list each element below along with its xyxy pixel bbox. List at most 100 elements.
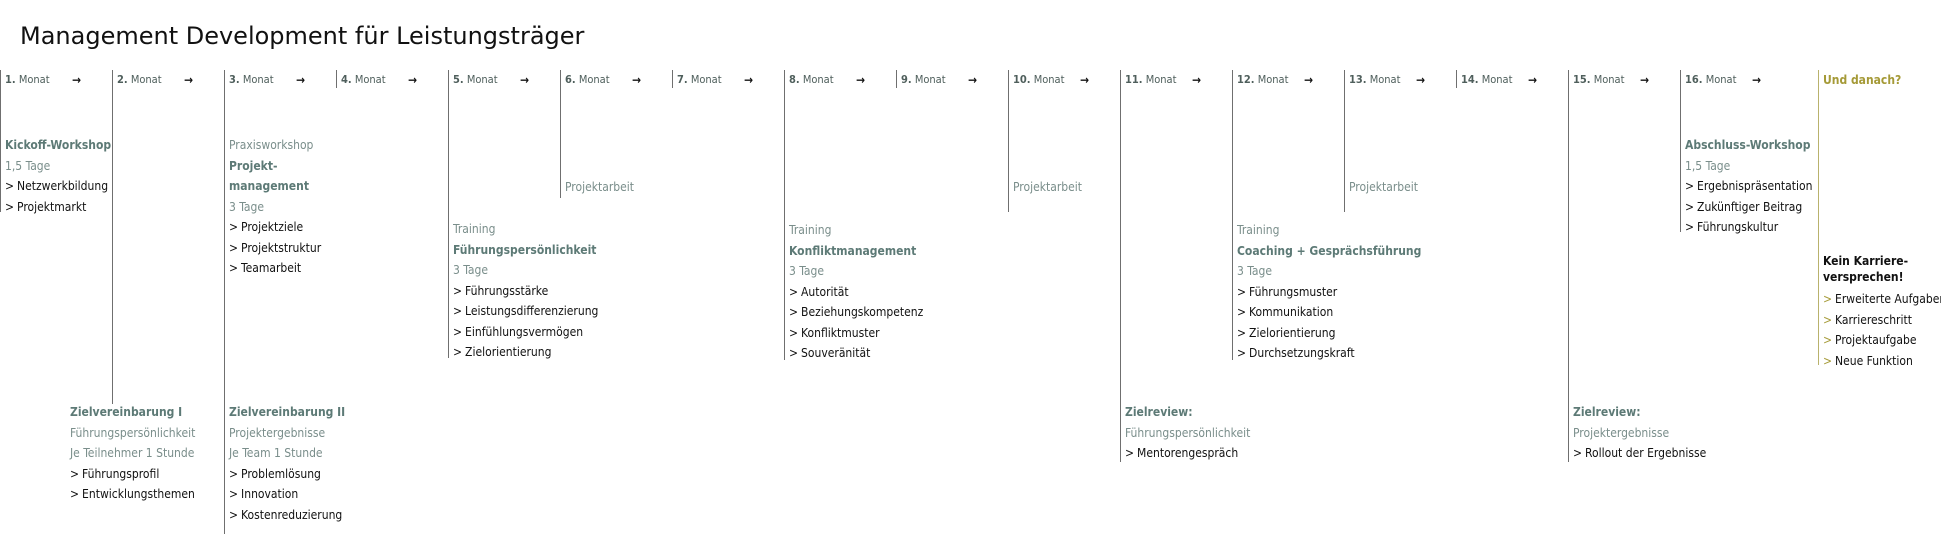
training-coaching-block: Training Coaching + Gesprächsführung 3 T… bbox=[1237, 220, 1421, 364]
month-label: 7. Monat bbox=[677, 73, 722, 86]
list-item: >Innovation bbox=[229, 487, 299, 501]
final-label: Und danach? bbox=[1823, 73, 1902, 87]
month-label: 10. Monat bbox=[1013, 73, 1065, 86]
timeline-line bbox=[336, 70, 337, 88]
month-label: 4. Monat bbox=[341, 73, 386, 86]
arrow-right-icon: → bbox=[1416, 73, 1426, 87]
list-item: >Zielorientierung bbox=[453, 345, 552, 359]
training-fuehrung-block: Training Führungspersönlichkeit 3 Tage >… bbox=[453, 219, 598, 363]
list-item: >Teamarbeit bbox=[229, 261, 302, 275]
projektarbeit-label: Projektarbeit bbox=[1013, 180, 1082, 194]
kickoff-block: Kickoff-Workshop 1,5 Tage >Netzwerkbildu… bbox=[5, 135, 111, 217]
projektarbeit-label: Projektarbeit bbox=[1349, 180, 1418, 194]
praxis-type: Praxisworkshop bbox=[229, 138, 314, 152]
month-label: 3. Monat bbox=[229, 73, 274, 86]
training-type: Training bbox=[453, 222, 496, 236]
final-block: Kein Karriere- versprechen! >Erweiterte … bbox=[1823, 253, 1941, 371]
training-type: Training bbox=[1237, 223, 1280, 237]
arrow-right-icon: → bbox=[1528, 73, 1538, 87]
list-item: >Konfliktmuster bbox=[789, 325, 880, 340]
list-item: >Projektmarkt bbox=[5, 199, 87, 214]
list-item: >Mentorengespräch bbox=[1125, 446, 1239, 460]
ziel-scope: Je Teilnehmer 1 Stunde bbox=[70, 446, 195, 460]
arrow-right-icon: → bbox=[72, 73, 82, 87]
list-item: >Zielorientierung bbox=[1237, 325, 1336, 340]
month-label: 5. Monat bbox=[453, 73, 498, 86]
ziel-title: Zielvereinbarung II bbox=[229, 405, 346, 419]
list-item: >Zukünftiger Beitrag bbox=[1685, 199, 1803, 214]
training-duration: 3 Tage bbox=[453, 263, 489, 277]
timeline-line bbox=[0, 70, 1, 212]
abschluss-block: Abschluss-Workshop 1,5 Tage >Ergebnisprä… bbox=[1685, 135, 1812, 238]
arrow-right-icon: → bbox=[968, 73, 978, 87]
zielvereinbarung-1-block: Zielvereinbarung I Führungspersönlichkei… bbox=[70, 402, 195, 505]
praxis-block: Praxisworkshop Projekt- management 3 Tag… bbox=[229, 135, 321, 279]
month-label: 15. Monat bbox=[1573, 73, 1625, 86]
ziel-subtitle: Projektergebnisse bbox=[229, 425, 326, 440]
month-label: 2. Monat bbox=[117, 73, 162, 86]
final-heading-line1: Kein Karriere- bbox=[1823, 254, 1909, 268]
training-duration: 3 Tage bbox=[1237, 264, 1273, 278]
zielreview-1-block: Zielreview: Führungspersönlichkeit >Ment… bbox=[1125, 402, 1250, 464]
month-label: 8. Monat bbox=[789, 73, 834, 86]
training-duration: 3 Tage bbox=[789, 264, 825, 278]
list-item: >Führungsmuster bbox=[1237, 284, 1338, 299]
kickoff-duration: 1,5 Tage bbox=[5, 158, 51, 173]
review-subtitle: Führungspersönlichkeit bbox=[1125, 425, 1251, 440]
arrow-right-icon: → bbox=[1752, 73, 1762, 87]
training-title: Coaching + Gesprächsführung bbox=[1237, 243, 1422, 258]
timeline-line bbox=[448, 70, 449, 358]
arrow-right-icon: → bbox=[1304, 73, 1314, 87]
timeline-line bbox=[1568, 70, 1569, 462]
list-item: >Souveränität bbox=[789, 346, 871, 360]
list-item: >Autorität bbox=[789, 284, 849, 299]
zielreview-2-block: Zielreview: Projektergebnisse >Rollout d… bbox=[1573, 402, 1706, 464]
month-label: 1. Monat bbox=[5, 73, 50, 86]
abschluss-duration: 1,5 Tage bbox=[1685, 158, 1731, 173]
training-title: Konfliktmanagement bbox=[789, 243, 917, 258]
timeline-line bbox=[1456, 70, 1457, 88]
review-title: Zielreview: bbox=[1573, 405, 1641, 419]
page-title: Management Development für Leistungsträg… bbox=[20, 22, 585, 50]
ziel-title: Zielvereinbarung I bbox=[70, 405, 183, 419]
timeline-line bbox=[1120, 70, 1121, 462]
month-label: 14. Monat bbox=[1461, 73, 1513, 86]
ziel-subtitle: Führungspersönlichkeit bbox=[70, 425, 196, 440]
final-heading-line2: versprechen! bbox=[1823, 270, 1904, 284]
timeline-line bbox=[1680, 70, 1681, 232]
list-item: >Führungsprofil bbox=[70, 466, 160, 481]
list-item: >Einfühlungsvermögen bbox=[453, 324, 584, 339]
list-item: >Beziehungskompetenz bbox=[789, 305, 924, 319]
timeline-line bbox=[784, 70, 785, 360]
arrow-right-icon: → bbox=[1192, 73, 1202, 87]
month-label: 12. Monat bbox=[1237, 73, 1289, 86]
timeline-line bbox=[224, 70, 225, 534]
list-item: >Ergebnispräsentation bbox=[1685, 179, 1813, 193]
list-item: >Leistungsdifferenzierung bbox=[453, 304, 599, 318]
kickoff-title: Kickoff-Workshop bbox=[5, 138, 112, 152]
list-item: >Kostenreduzierung bbox=[229, 507, 343, 522]
projektarbeit-label: Projektarbeit bbox=[565, 180, 634, 194]
arrow-right-icon: → bbox=[1640, 73, 1650, 87]
list-item: >Führungskultur bbox=[1685, 220, 1779, 234]
arrow-right-icon: → bbox=[744, 73, 754, 87]
timeline-line bbox=[896, 70, 897, 88]
arrow-right-icon: → bbox=[632, 73, 642, 87]
list-item: >Kommunikation bbox=[1237, 305, 1334, 319]
list-item: >Projektaufgabe bbox=[1823, 333, 1917, 347]
timeline-line bbox=[1232, 70, 1233, 360]
timeline-line bbox=[560, 70, 561, 198]
list-item: >Karriereschritt bbox=[1823, 312, 1912, 327]
timeline-line-final bbox=[1818, 70, 1819, 365]
arrow-right-icon: → bbox=[520, 73, 530, 87]
praxis-title-line1: Projekt- bbox=[229, 158, 278, 173]
month-label: 16. Monat bbox=[1685, 73, 1737, 86]
month-label: 6. Monat bbox=[565, 73, 610, 86]
review-title: Zielreview: bbox=[1125, 405, 1193, 419]
praxis-duration: 3 Tage bbox=[229, 199, 265, 214]
training-title: Führungspersönlichkeit bbox=[453, 242, 597, 257]
timeline-line bbox=[672, 70, 673, 88]
month-label: 11. Monat bbox=[1125, 73, 1177, 86]
list-item: >Netzwerkbildung bbox=[5, 179, 109, 193]
month-label: 13. Monat bbox=[1349, 73, 1401, 86]
